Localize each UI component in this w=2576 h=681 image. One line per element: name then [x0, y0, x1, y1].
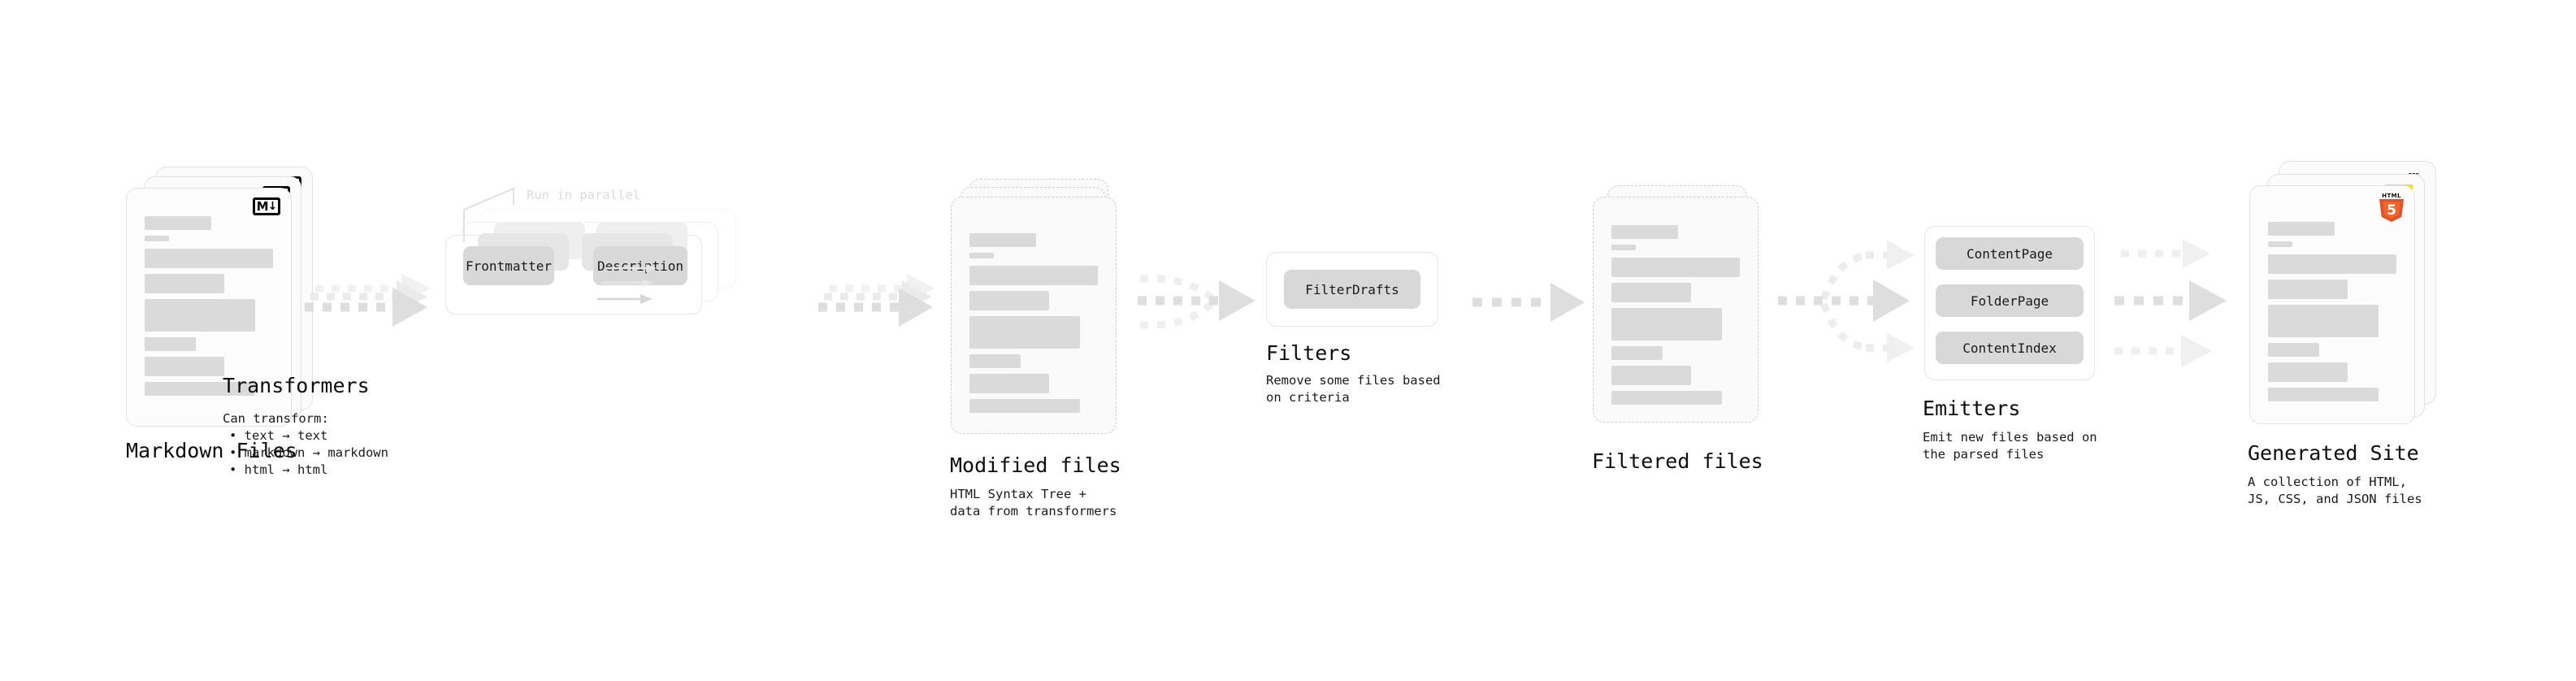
markdown-badge-front: M↓: [253, 197, 280, 215]
html5-badge: HTML 5: [2379, 193, 2404, 222]
modified-files-subtitle: HTML Syntax Tree + data from transformer…: [950, 487, 1117, 518]
connector-filters-to-filtered: [1472, 283, 1585, 322]
emitters-chip-contentpage[interactable]: ContentPage: [1936, 237, 2084, 270]
stage-title-emitters: Emitters: [1923, 397, 2021, 420]
emitters-chip-contentindex[interactable]: ContentIndex: [1936, 332, 2084, 364]
modified-card-front[interactable]: [951, 197, 1117, 434]
generated-card-front-html[interactable]: HTML 5: [2249, 185, 2415, 424]
transformers-bullet-1: • markdown → markdown: [229, 445, 388, 460]
emitters-chip-folderpage[interactable]: FolderPage: [1936, 284, 2084, 317]
markdown-card-front[interactable]: M↓: [126, 188, 292, 427]
run-in-parallel-label: Run in parallel: [527, 188, 640, 202]
connector-transformers-to-modified: [818, 274, 935, 327]
stage-markdown-files: M↓ M↓ M↓: [126, 167, 313, 462]
transformers-bullet-2: • html → html: [229, 462, 328, 477]
stage-title-filtered-files: Filtered files: [1592, 449, 1763, 473]
generated-card-content: [2268, 222, 2396, 407]
connector-filtered-to-emitters: [1778, 241, 1915, 362]
stage-modified-files: Modified files HTML Syntax Tree + data f…: [950, 179, 1130, 518]
emitters-chip-contentindex-label: ContentIndex: [1962, 340, 2057, 356]
stage-title-modified-files: Modified files: [950, 453, 1121, 477]
filtered-card-front[interactable]: [1593, 197, 1759, 423]
transformer-chip-frontmatter[interactable]: Frontmatter: [463, 246, 554, 285]
modified-card-content: [969, 233, 1098, 419]
generated-site-subtitle: A collection of HTML, JS, CSS, and JSON …: [2248, 475, 2422, 506]
modified-card-stack: [951, 179, 1130, 439]
stage-title-markdown-files: Markdown Files: [126, 439, 297, 462]
transformer-chip-description-label: Description: [597, 258, 683, 274]
transformer-chip-frontmatter-label: Frontmatter: [466, 258, 552, 274]
emitters-subtitle: Emit new files based on the parsed files: [1923, 430, 2097, 462]
markdown-card-stack: M↓ M↓ M↓: [126, 167, 313, 427]
stage-generated-site: CSS HTML 5: [2248, 161, 2436, 506]
filtered-card-stack: [1593, 185, 1772, 437]
stage-filtered-files: Filtered files: [1592, 185, 1772, 473]
filters-subtitle: Remove some files based on criteria: [1266, 373, 1441, 405]
transformers-subtitle: Can transform:: [223, 411, 329, 426]
transformer-chip-description[interactable]: Description: [593, 246, 687, 285]
filters-chip-filterdrafts-label: FilterDrafts: [1305, 281, 1399, 297]
connector-emitters-to-site: [2114, 239, 2227, 367]
emitters-chip-folderpage-label: FolderPage: [1970, 293, 2049, 309]
stage-title-filters: Filters: [1266, 341, 1352, 365]
transformers-bullet-0: • text → text: [229, 428, 328, 443]
emitters-chip-contentpage-label: ContentPage: [1967, 245, 2053, 262]
connector-md-to-transformers: [305, 274, 431, 327]
html5-badge-number: 5: [2387, 202, 2396, 219]
generated-card-stack: CSS HTML 5: [2249, 161, 2436, 429]
html5-badge-tag: HTML: [2382, 193, 2401, 199]
connector-modified-to-filters: [1138, 275, 1255, 329]
stage-title-generated-site: Generated Site: [2248, 441, 2419, 465]
filters-chip-filterdrafts[interactable]: FilterDrafts: [1284, 270, 1420, 309]
stage-title-transformers: Transformers: [223, 374, 370, 397]
filtered-card-content: [1611, 225, 1740, 410]
markdown-card-content: [145, 216, 273, 401]
